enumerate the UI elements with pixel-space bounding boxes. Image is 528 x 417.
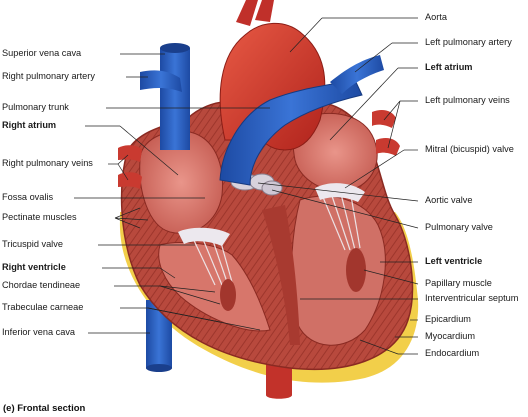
interventricular-septum (262, 205, 300, 345)
papillary-muscle-left (346, 248, 366, 292)
figure-caption: (e) Frontal section (3, 403, 86, 414)
aortic-branch-2 (255, 0, 274, 22)
label-aortic-valve: Aortic valve (425, 195, 473, 205)
left-pulmonary-artery (330, 55, 384, 94)
label-superior-vena-cava: Superior vena cava (2, 48, 82, 58)
label-myocardium: Myocardium (425, 331, 476, 341)
label-pectinate-muscles: Pectinate muscles (2, 212, 77, 222)
pulmonary-valve (261, 180, 283, 196)
label-inferior-vena-cava: Inferior vena cava (2, 327, 76, 337)
label-aorta: Aorta (425, 12, 447, 22)
label-right-atrium: Right atrium (2, 120, 57, 130)
superior-vena-cava (160, 48, 190, 150)
right-pulmonary-veins (118, 145, 142, 189)
right-pulmonary-artery (140, 70, 182, 92)
label-trabeculae-carneae: Trabeculae carneae (2, 302, 84, 312)
label-right-ventricle: Right ventricle (2, 262, 66, 272)
tricuspid-valve (178, 227, 230, 246)
label-fossa-ovalis: Fossa ovalis (2, 192, 54, 202)
label-left-pulmonary-artery: Left pulmonary artery (425, 37, 512, 47)
superior-vena-cava-opening (160, 43, 190, 53)
label-tricuspid-valve: Tricuspid valve (2, 239, 63, 249)
label-left-pulmonary-veins: Left pulmonary veins (425, 95, 510, 105)
label-chordae-tendineae: Chordae tendineae (2, 280, 81, 290)
label-endocardium: Endocardium (425, 348, 480, 358)
label-pulmonary-valve: Pulmonary valve (425, 222, 493, 232)
label-epicardium: Epicardium (425, 314, 471, 324)
label-interventricular-septum: Interventricular septum (425, 293, 519, 303)
label-left-atrium: Left atrium (425, 62, 473, 72)
label-papillary-muscle: Papillary muscle (425, 278, 492, 288)
descending-aorta (266, 360, 292, 399)
label-right-pulmonary-veins: Right pulmonary veins (2, 158, 93, 168)
papillary-muscle-right (220, 279, 236, 311)
label-mitral-valve: Mitral (bicuspid) valve (425, 144, 514, 154)
label-pulmonary-trunk: Pulmonary trunk (2, 102, 69, 112)
label-left-ventricle: Left ventricle (425, 256, 483, 266)
leader-lines (74, 17, 419, 355)
inferior-vena-cava-opening (146, 364, 172, 372)
label-right-pulmonary-artery: Right pulmonary artery (2, 71, 95, 81)
aortic-branch-1 (236, 0, 258, 26)
